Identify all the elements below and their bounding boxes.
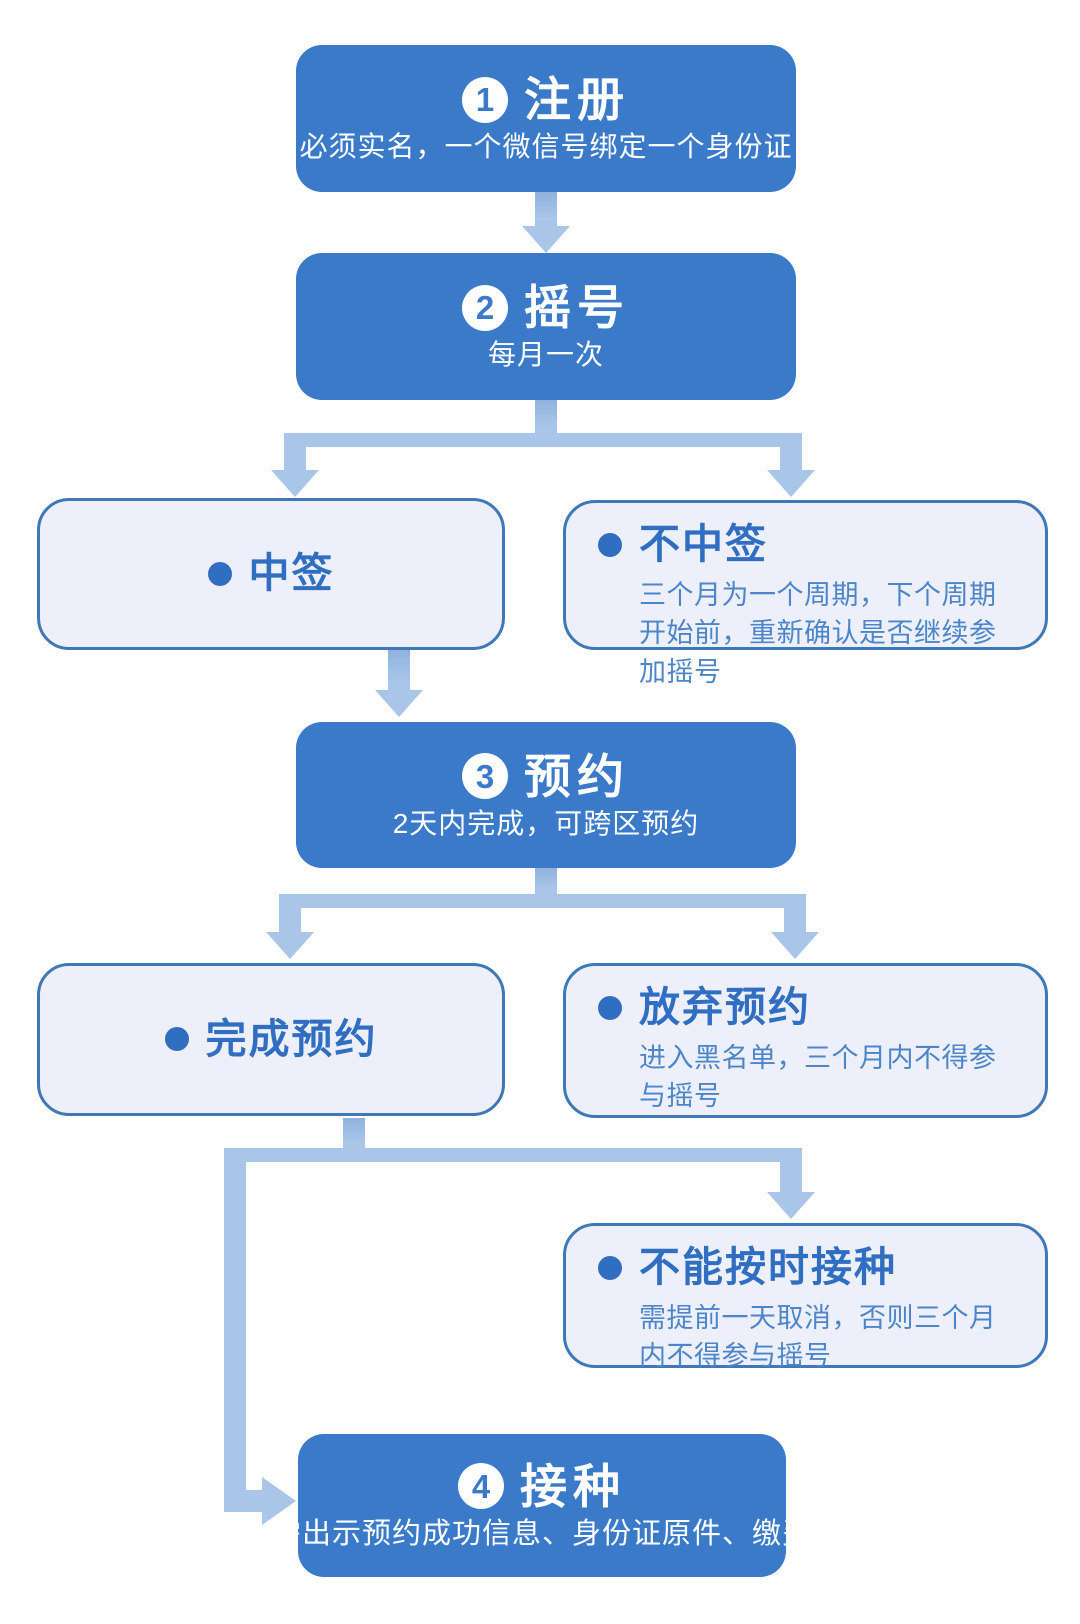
- outcome-complete-box: 完成预约: [37, 963, 505, 1116]
- step-vaccinate-title: 接种: [520, 1459, 626, 1513]
- step-lottery-subtitle: 每月一次: [487, 339, 604, 370]
- bullet-dot-icon: [598, 995, 622, 1020]
- connector-appointment-right-drop: [784, 894, 806, 932]
- outcome-complete-title: 完成预约: [205, 1015, 378, 1062]
- step-register-title-row: 1 注册: [462, 76, 630, 123]
- bullet-dot-icon: [598, 532, 622, 557]
- outcome-lose-body: 三个月为一个周期，下个周期开始前，重新确认是否继续参加摇号: [639, 580, 997, 687]
- connector-complete-left-vertical: [224, 1148, 246, 1512]
- connector-lottery-right-drop: [780, 433, 802, 470]
- arrow-right-icon: [262, 1477, 296, 1525]
- connector-elbow-to-vaccinate: [224, 1490, 262, 1512]
- connector-lottery-branch-bar: [284, 433, 802, 447]
- step-register-box: 1 注册 必须实名，一个微信号绑定一个身份证: [296, 45, 796, 192]
- step-vaccinate-subtitle: 需出示预约成功信息、身份证原件、缴费: [272, 1517, 813, 1550]
- step-appointment-title: 预约: [524, 749, 630, 803]
- outcome-miss-title: 不能按时接种: [639, 1244, 897, 1290]
- step-lottery-title: 摇号: [524, 281, 630, 334]
- connector-lottery-left-drop: [284, 433, 306, 470]
- step-appointment-title-row: 3 预约: [462, 753, 630, 800]
- outcome-win-box: 中签: [37, 498, 505, 650]
- step-register-subtitle: 必须实名，一个微信号绑定一个身份证: [299, 131, 793, 162]
- connector-complete-right-drop: [780, 1148, 802, 1192]
- arrow-down-icon: [767, 470, 815, 497]
- step-lottery-title-row: 2 摇号: [462, 284, 630, 331]
- outcome-abandon-body: 进入黑名单，三个月内不得参与摇号: [639, 1043, 997, 1112]
- outcome-abandon-box: 放弃预约 进入黑名单，三个月内不得参与摇号: [563, 963, 1048, 1118]
- connector-appointment-left-drop: [279, 894, 301, 932]
- outcome-miss-box: 不能按时接种 需提前一天取消，否则三个月内不得参与摇号: [563, 1223, 1048, 1371]
- bullet-dot-icon: [598, 1255, 622, 1280]
- outcome-win-title-row: 中签: [207, 550, 335, 597]
- outcome-miss-title-row: 不能按时接种: [598, 1244, 1019, 1291]
- connector-win-to-appointment: [388, 650, 410, 690]
- step-4-number-badge: 4: [458, 1463, 504, 1509]
- outcome-lose-title: 不中签: [639, 521, 768, 567]
- arrow-down-icon: [266, 932, 314, 959]
- arrow-down-icon: [375, 690, 423, 717]
- arrow-down-icon: [771, 932, 819, 959]
- outcome-abandon-title: 放弃预约: [639, 984, 811, 1030]
- step-1-number-badge: 1: [462, 76, 508, 123]
- outcome-complete-title-row: 完成预约: [164, 1015, 378, 1063]
- connector-appointment-stem: [535, 868, 557, 894]
- outcome-miss-body: 需提前一天取消，否则三个月内不得参与摇号: [639, 1303, 997, 1372]
- connector-complete-branch-bar: [224, 1148, 802, 1162]
- arrow-down-icon: [522, 226, 570, 253]
- bullet-dot-icon: [207, 561, 232, 586]
- outcome-lose-title-row: 不中签: [598, 521, 1019, 568]
- step-lottery-box: 2 摇号 每月一次: [296, 253, 796, 400]
- step-appointment-subtitle: 2天内完成，可跨区预约: [392, 807, 700, 839]
- bullet-dot-icon: [164, 1027, 189, 1052]
- step-register-title: 注册: [524, 73, 630, 126]
- step-appointment-box: 3 预约 2天内完成，可跨区预约: [296, 722, 796, 868]
- connector-appointment-branch-bar: [279, 894, 806, 908]
- connector-register-to-lottery: [535, 192, 557, 226]
- step-2-number-badge: 2: [462, 284, 508, 331]
- outcome-lose-box: 不中签 三个月为一个周期，下个周期开始前，重新确认是否继续参加摇号: [563, 500, 1048, 687]
- connector-complete-stem: [343, 1118, 365, 1148]
- outcome-abandon-title-row: 放弃预约: [598, 984, 1019, 1031]
- step-vaccinate-title-row: 4 接种: [458, 1463, 626, 1510]
- step-3-number-badge: 3: [462, 753, 508, 799]
- arrow-down-icon: [271, 470, 319, 497]
- outcome-win-title: 中签: [248, 550, 335, 597]
- connector-lottery-stem: [535, 400, 557, 433]
- arrow-down-icon: [767, 1192, 815, 1219]
- step-vaccinate-box: 4 接种 需出示预约成功信息、身份证原件、缴费: [272, 1434, 811, 1577]
